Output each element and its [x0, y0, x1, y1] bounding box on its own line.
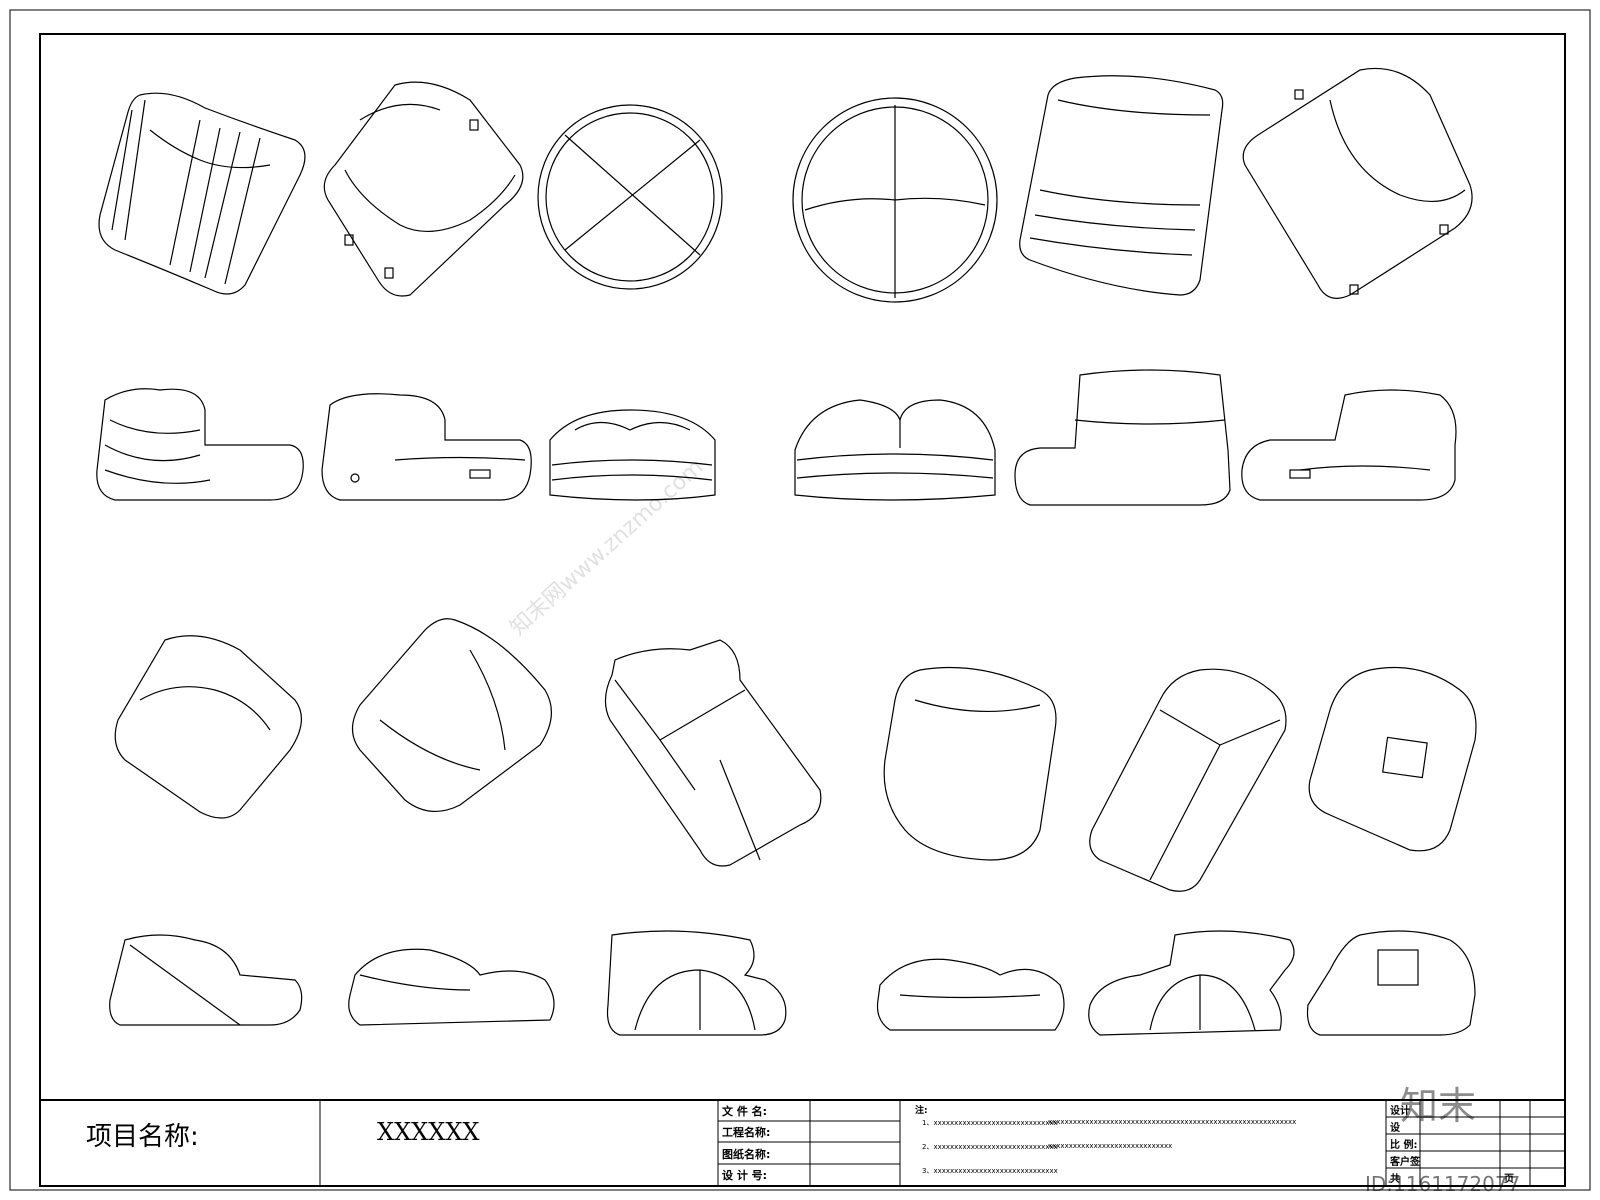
- elevation-2: [321, 393, 532, 501]
- perspective-5: [1089, 668, 1287, 892]
- notes-label: 注:: [915, 1106, 928, 1116]
- title-block-lines: [40, 1099, 1565, 1186]
- low-elevation-1: [109, 934, 303, 1026]
- perspective-2: [351, 618, 552, 812]
- elevation-4: [794, 399, 996, 501]
- project-title-label: 工程名称:: [722, 1126, 771, 1139]
- perspective-6: [1308, 666, 1477, 852]
- plan-view-5: [1019, 75, 1224, 296]
- low-elevation-2: [348, 948, 555, 1026]
- designer-label: 设计: [1390, 1106, 1410, 1117]
- perspective-1: [114, 635, 302, 819]
- outer-border: [9, 9, 1591, 1191]
- low-elevation-5: [1088, 930, 1295, 1036]
- scale-label: 比 例:: [1390, 1140, 1418, 1151]
- plan-view-round-2: [792, 97, 998, 303]
- plan-view-2: [323, 81, 524, 297]
- design-label: 设: [1390, 1123, 1400, 1134]
- note-3: 3、xxxxxxxxxxxxxxxxxxxxxxxxxxxxxx: [922, 1167, 1058, 1175]
- elevation-1: [96, 388, 304, 501]
- page-label: 页: [1504, 1174, 1514, 1185]
- elevation-6: [1241, 389, 1457, 501]
- note-1c: xxxxxxxxxxxxxxxxxxxxxxxxxxxxxx: [1172, 1118, 1297, 1126]
- watermark-id: ID:1161172077: [1365, 1172, 1521, 1196]
- note-2: 2、xxxxxxxxxxxxxxxxxxxxxxxxxxxxxx: [922, 1143, 1058, 1151]
- perspective-3: [604, 639, 822, 867]
- drawing-name-label: 图纸名称:: [722, 1148, 771, 1161]
- client-sign-label: 客户签: [1390, 1157, 1420, 1168]
- design-number-label: 设 计 号:: [722, 1169, 768, 1182]
- watermark-logo: 知末: [1400, 1084, 1477, 1128]
- plan-view-6: [1242, 67, 1473, 299]
- total-pages-label: 共: [1390, 1174, 1400, 1185]
- note-1b: xxxxxxxxxxxxxxxxxxxxxxxxxxxxxx: [1048, 1118, 1173, 1126]
- note-1: 1、xxxxxxxxxxxxxxxxxxxxxxxxxxxxxx: [922, 1119, 1058, 1127]
- elevation-3: [549, 409, 716, 501]
- low-elevation-6: [1306, 930, 1476, 1036]
- inner-border: [39, 33, 1566, 1187]
- perspective-4: [883, 666, 1057, 861]
- low-elevation-4: [876, 958, 1065, 1031]
- plan-view-round-1: [537, 104, 723, 290]
- file-name-label: 文 件 名:: [722, 1105, 768, 1118]
- elevation-5: [1014, 369, 1231, 506]
- plan-view-1: [98, 92, 306, 295]
- project-name-value: XXXXXX: [377, 1118, 480, 1146]
- note-2b: xxxxxxxxxxxxxxxxxxxxxxxxxxxxxx: [1048, 1142, 1173, 1150]
- project-name-label: 项目名称:: [86, 1122, 199, 1152]
- low-elevation-3: [606, 930, 787, 1036]
